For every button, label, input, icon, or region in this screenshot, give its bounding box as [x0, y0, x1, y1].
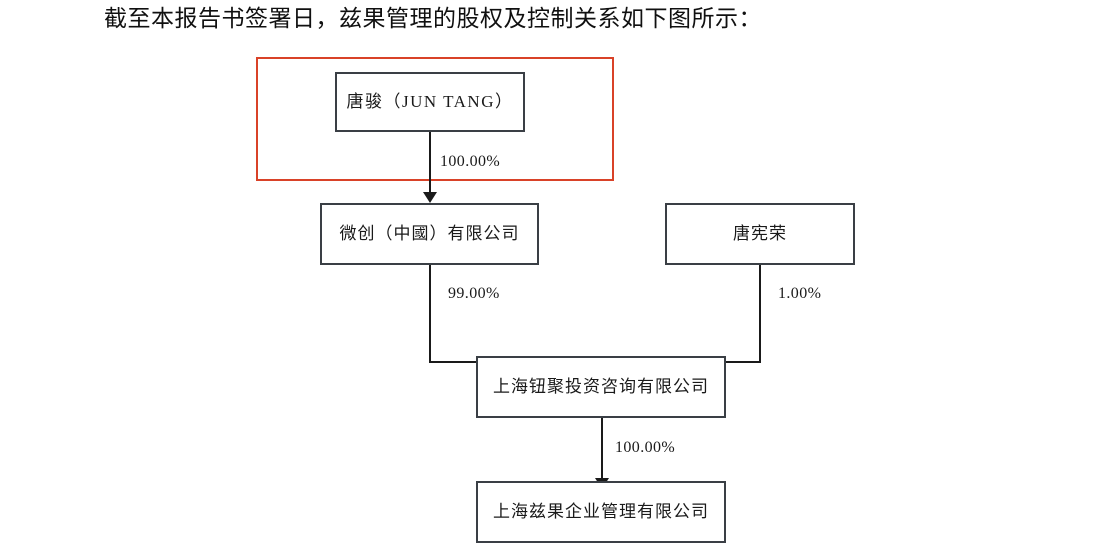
node-label: 唐宪荣: [733, 224, 787, 243]
node-shanghai-niuju[interactable]: 上海钮聚投资咨询有限公司: [476, 356, 726, 418]
highlight-rectangle: [256, 57, 614, 181]
node-label: 上海钮聚投资咨询有限公司: [493, 377, 709, 396]
node-tang-xianrong[interactable]: 唐宪荣: [665, 203, 855, 265]
node-label: 唐骏（JUN TANG）: [346, 92, 514, 111]
edge-line-niuju-to-ziguo: [601, 418, 603, 480]
edge-label-100-pct-top: 100.00%: [440, 153, 501, 170]
ownership-structure-diagram: 唐骏（JUN TANG） 100.00% 微创（中國）有限公司 唐宪荣 99.0…: [0, 44, 1108, 552]
node-shanghai-ziguo[interactable]: 上海兹果企业管理有限公司: [476, 481, 726, 543]
edge-line-tang-xianrong-down: [759, 265, 761, 363]
node-jun-tang[interactable]: 唐骏（JUN TANG）: [335, 72, 525, 132]
edge-label-1-pct: 1.00%: [778, 285, 822, 302]
node-label: 上海兹果企业管理有限公司: [493, 502, 709, 521]
edge-arrow-jun-tang-to-weichuang: [423, 192, 437, 203]
edge-line-weichuang-down: [429, 265, 431, 363]
edge-label-99-pct: 99.00%: [448, 285, 500, 302]
edge-line-jun-tang-to-weichuang: [429, 132, 431, 194]
node-label: 微创（中國）有限公司: [339, 224, 520, 243]
node-weichuang-china[interactable]: 微创（中國）有限公司: [320, 203, 539, 265]
page-title: 截至本报告书签署日，兹果管理的股权及控制关系如下图所示：: [104, 6, 762, 31]
edge-label-100-pct-bottom: 100.00%: [615, 439, 676, 456]
